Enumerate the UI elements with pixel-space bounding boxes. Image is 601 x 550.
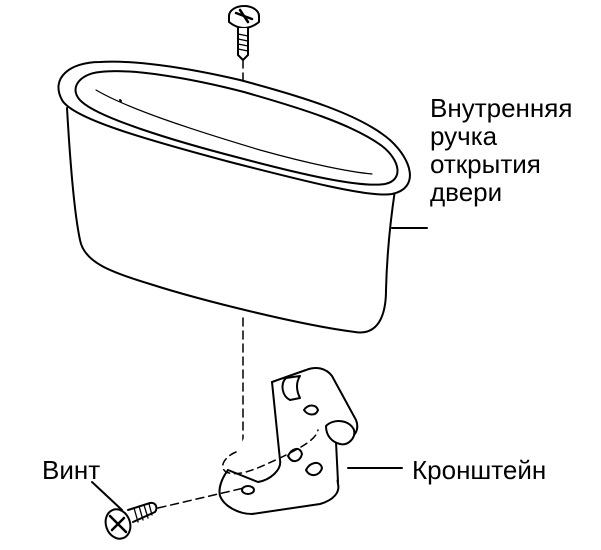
top-screw (228, 5, 260, 61)
label-handle-line-3: открытия (430, 149, 541, 179)
label-handle-line-1: Внутренняя (430, 93, 573, 123)
axis-line-screw (157, 487, 245, 509)
inner-door-handle (57, 60, 411, 334)
label-inner-door-handle: Внутренняя ручка открытия двери (430, 94, 572, 206)
label-handle-line-2: ручка (430, 121, 498, 151)
label-handle-line-4: двери (430, 177, 503, 207)
label-screw: Винт (42, 455, 101, 485)
bottom-screw (104, 501, 158, 540)
label-bracket: Кронштейн (412, 455, 547, 485)
leader-line-screw (91, 481, 123, 511)
bracket (218, 367, 359, 515)
